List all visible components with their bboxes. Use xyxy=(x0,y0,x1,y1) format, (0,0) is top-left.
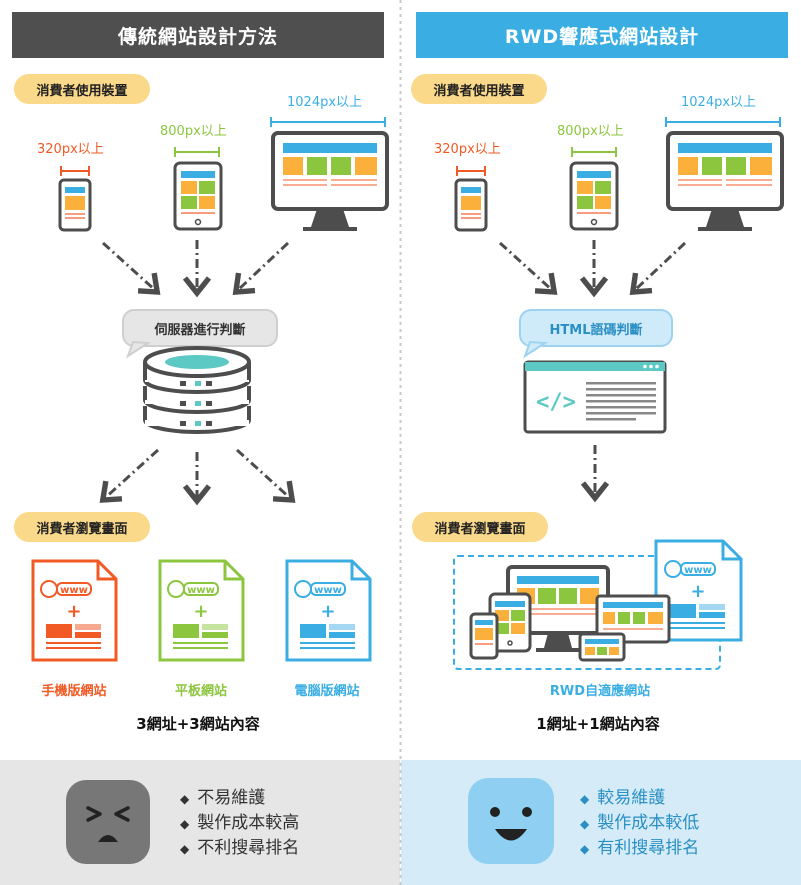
left-bullet-text: 不易維護 xyxy=(197,788,266,808)
right-bullet-1: ◆ 較易維護 xyxy=(580,786,699,811)
right-size-tablet: 800px以上 xyxy=(557,124,624,139)
www-label: www xyxy=(60,585,88,596)
right-bullet-text: 有利搜尋排名 xyxy=(597,838,700,858)
tablet-site-doc-icon: www + xyxy=(158,559,245,662)
bullet-glyph: ◆ xyxy=(580,842,590,856)
left-devices-pill: 消費者使用裝置 xyxy=(14,74,150,104)
mobile-site-doc-icon: www + xyxy=(31,559,118,662)
arrow-icon xyxy=(629,241,687,296)
right-size-phone: 320px以上 xyxy=(434,142,501,157)
left-size-desktop: 1024px以上 xyxy=(287,95,363,110)
left-bullet-1: ◆ 不易維護 xyxy=(180,786,299,811)
www-label: www xyxy=(187,585,215,596)
caption-rwd-site: RWD自適應網站 xyxy=(549,684,651,699)
bullet-glyph: ◆ xyxy=(180,792,190,806)
right-bullet-text: 製作成本較低 xyxy=(597,813,700,833)
right-browse-pill-label: 消費者瀏覽畫面 xyxy=(434,521,526,537)
right-footer xyxy=(401,760,801,885)
bullet-glyph: ◆ xyxy=(180,842,190,856)
arrow-icon xyxy=(235,448,296,503)
left-bullet-2: ◆ 製作成本較高 xyxy=(180,811,299,836)
left-result: 3網址+3網站內容 xyxy=(136,715,260,733)
arrow-icon xyxy=(101,241,161,295)
left-header: 傳統網站設計方法 xyxy=(12,12,384,58)
arrow-icon xyxy=(232,241,290,296)
right-bullet-text: 較易維護 xyxy=(597,788,666,808)
left-size-phone: 320px以上 xyxy=(37,142,104,157)
bullet-glyph: ◆ xyxy=(580,817,590,831)
left-tablet-device xyxy=(173,161,223,231)
right-bullet-3: ◆ 有利搜尋排名 xyxy=(580,836,699,861)
right-devices-pill-label: 消費者使用裝置 xyxy=(433,83,525,99)
plus-label: + xyxy=(193,601,208,622)
left-devices-pill-label: 消費者使用裝置 xyxy=(36,83,128,99)
rwd-frame xyxy=(453,555,721,670)
caption-mobile-site: 手機版網站 xyxy=(41,684,107,699)
html-bubble: HTML語碼判斷 xyxy=(519,309,673,347)
right-bullets: ◆ 較易維護 ◆ 製作成本較低 ◆ 有利搜尋排名 xyxy=(580,786,699,861)
arrow-icon xyxy=(498,241,558,295)
bullet-glyph: ◆ xyxy=(180,817,190,831)
left-size-bar-tablet xyxy=(174,147,220,157)
right-size-bar-desktop xyxy=(665,117,781,127)
server-bubble: 伺服器進行判斷 xyxy=(122,309,278,347)
right-tablet-device xyxy=(569,161,619,231)
right-header-title: RWD響應式網站設計 xyxy=(504,25,700,48)
html-bubble-tail xyxy=(523,340,549,359)
right-desktop-device xyxy=(666,131,784,233)
left-size-bar-desktop xyxy=(270,117,386,127)
right-size-bar-tablet xyxy=(571,147,617,157)
right-size-bar-phone xyxy=(456,166,486,176)
html-bubble-label: HTML語碼判斷 xyxy=(549,322,643,338)
right-device-arrows xyxy=(498,240,687,298)
left-phone-device xyxy=(58,178,92,232)
caption-desktop-site: 電腦版網站 xyxy=(294,684,360,699)
www-label: www xyxy=(314,585,342,596)
right-bullet-2: ◆ 製作成本較低 xyxy=(580,811,699,836)
code-window-icon: </> xyxy=(523,360,667,434)
right-browse-pill: 消費者瀏覽畫面 xyxy=(412,512,548,542)
desktop-site-doc-icon: www + xyxy=(285,559,372,662)
server-icon xyxy=(143,346,251,434)
left-bullet-text: 不利搜尋排名 xyxy=(197,838,300,858)
left-bullets: ◆ 不易維護 ◆ 製作成本較高 ◆ 不利搜尋排名 xyxy=(180,786,299,861)
left-size-bar-phone xyxy=(60,166,90,176)
left-bullet-3: ◆ 不利搜尋排名 xyxy=(180,836,299,861)
left-header-title: 傳統網站設計方法 xyxy=(117,25,278,48)
server-bubble-tail xyxy=(126,340,152,359)
right-result: 1網址+1網站內容 xyxy=(536,715,660,733)
sad-face-icon xyxy=(66,780,150,864)
caption-tablet-site: 平板網站 xyxy=(174,684,227,699)
left-browse-pill: 消費者瀏覽畫面 xyxy=(14,512,150,542)
right-phone-device xyxy=(454,178,488,232)
right-size-desktop: 1024px以上 xyxy=(681,95,757,110)
left-output-arrows xyxy=(99,448,296,506)
plus-label: + xyxy=(320,601,335,622)
left-device-arrows xyxy=(101,240,290,298)
rwd-devices-cluster xyxy=(469,565,671,662)
left-browse-pill-label: 消費者瀏覽畫面 xyxy=(36,521,128,537)
happy-face-icon xyxy=(468,778,554,864)
left-bullet-text: 製作成本較高 xyxy=(197,813,300,833)
server-bubble-label: 伺服器進行判斷 xyxy=(154,322,246,338)
code-glyph: </> xyxy=(536,390,576,415)
left-size-tablet: 800px以上 xyxy=(160,124,227,139)
right-devices-pill: 消費者使用裝置 xyxy=(411,74,547,104)
bullet-glyph: ◆ xyxy=(580,792,590,806)
plus-label: + xyxy=(66,601,81,622)
arrow-icon xyxy=(99,448,160,503)
right-header: RWD響應式網站設計 xyxy=(416,12,788,58)
plus-label: + xyxy=(690,581,705,602)
www-label: www xyxy=(684,565,712,576)
left-desktop-device xyxy=(271,131,389,233)
